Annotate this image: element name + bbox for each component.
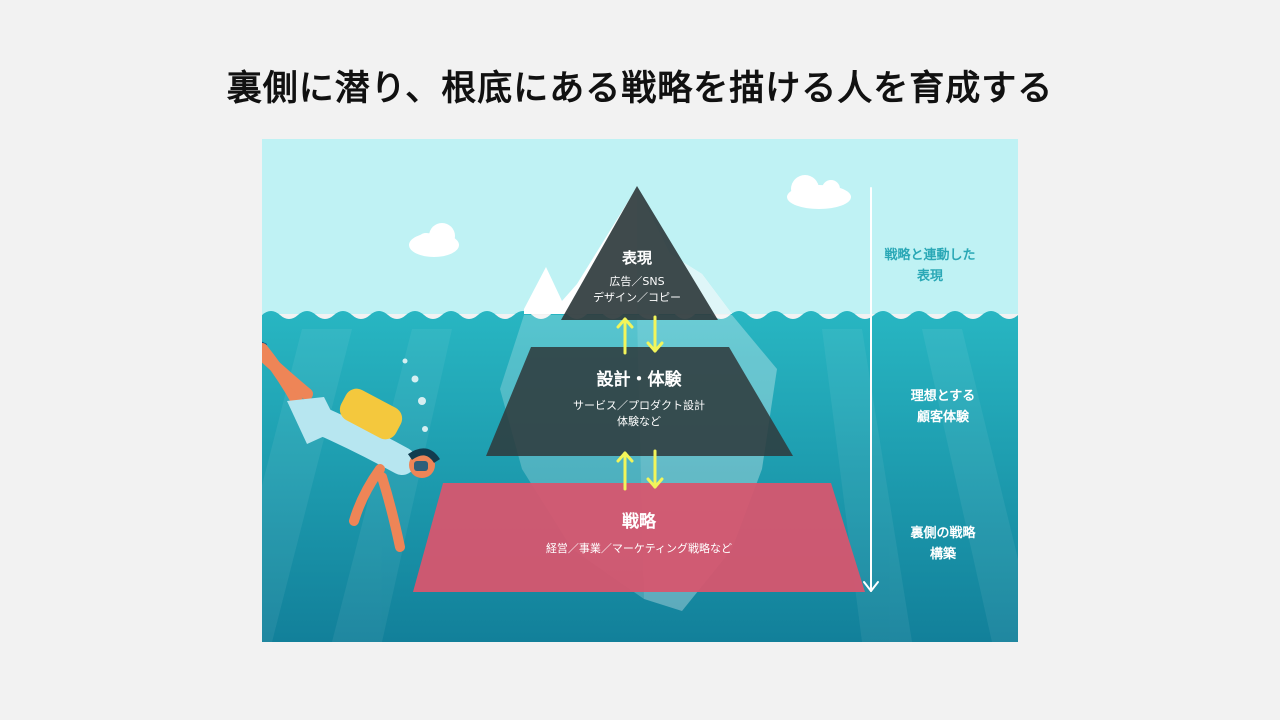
arrows-middle-bottom bbox=[616, 449, 664, 491]
arrows-top-middle bbox=[616, 315, 664, 355]
side-label-2-line-1: 理想とする bbox=[911, 388, 976, 404]
layer-1-line-2: デザイン／コピー bbox=[593, 290, 681, 304]
layer-design-experience bbox=[486, 347, 793, 456]
diver-illustration bbox=[262, 341, 440, 552]
side-label-1-line-1: 戦略と連動した bbox=[884, 247, 975, 263]
light-rays bbox=[262, 329, 1018, 642]
side-label-3-line-1: 裏側の戦略 bbox=[909, 525, 976, 541]
layer-3-line-1: 経営／事業／マーケティング戦略など bbox=[546, 541, 732, 555]
page-title: 裏側に潜り、根底にある戦略を描ける人を育成する bbox=[226, 69, 1054, 109]
cloud-left bbox=[409, 223, 459, 257]
layer-1-line-1: 広告／SNS bbox=[609, 275, 664, 288]
layer-strategy bbox=[413, 483, 865, 592]
layer-2-line-1: サービス／プロダクト設計 bbox=[573, 398, 705, 412]
layer-2-line-2: 体験など bbox=[617, 414, 661, 428]
side-label-1-line-2: 表現 bbox=[916, 268, 943, 284]
cloud-right bbox=[787, 175, 851, 209]
side-label-2-line-2: 顧客体験 bbox=[917, 409, 970, 425]
depth-arrow bbox=[863, 187, 879, 592]
layer-1-heading: 表現 bbox=[622, 249, 652, 267]
iceberg-diagram: 表現 広告／SNS デザイン／コピー 設計・体験 サービス／プロダクト設計 体験… bbox=[262, 139, 1018, 642]
layer-2-heading: 設計・体験 bbox=[597, 369, 683, 390]
layer-3-heading: 戦略 bbox=[622, 511, 657, 532]
side-label-3-line-2: 構築 bbox=[930, 546, 957, 562]
layer-expression bbox=[561, 186, 718, 320]
